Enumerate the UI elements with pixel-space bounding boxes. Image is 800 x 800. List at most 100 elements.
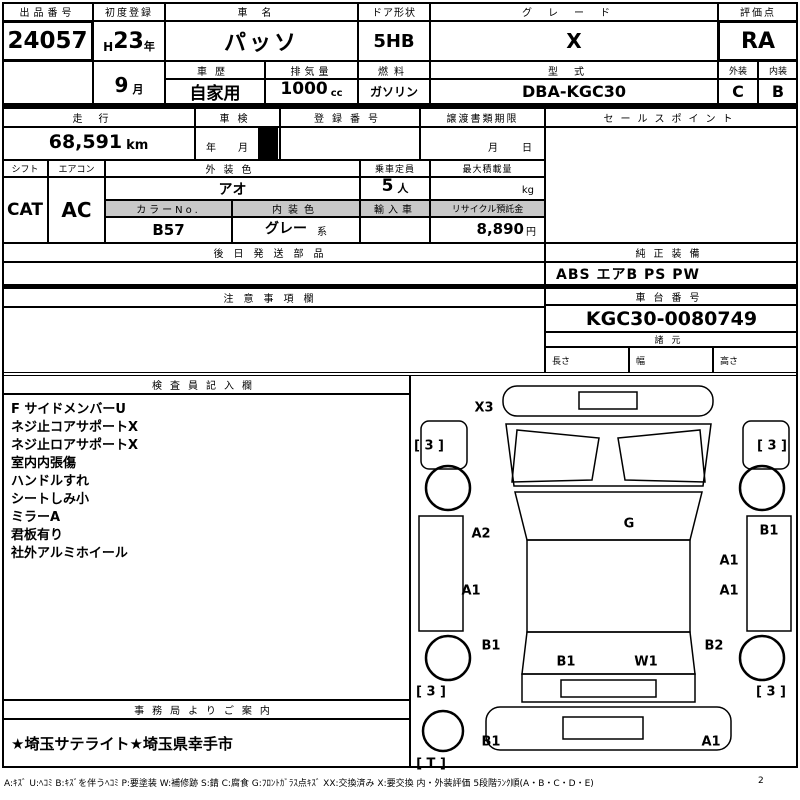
trunk — [521, 673, 696, 703]
damage-mark: A1 — [461, 583, 481, 599]
ac-label: エアコン — [48, 160, 105, 177]
payload-label: 最大積載量 — [430, 160, 545, 177]
chassis-label: 車台番号 — [545, 288, 798, 305]
redaction-box — [258, 127, 278, 160]
damage-mark: G — [623, 516, 635, 532]
rear-bumper — [485, 706, 732, 751]
later-parts-body — [2, 262, 545, 285]
wheel-front-right — [738, 464, 786, 512]
door-value: 5HB — [358, 21, 430, 61]
damage-mark: A1 — [719, 583, 739, 599]
mileage-num: 68,591 — [48, 131, 123, 153]
notes-body — [2, 307, 545, 373]
right-front-fender — [742, 420, 790, 470]
color-no-label: カラーNo. — [105, 200, 232, 217]
damage-mark: A1 — [719, 553, 739, 569]
capacity-num: 5 — [381, 176, 394, 196]
ext-color-value: アオ — [105, 177, 360, 200]
inspection-month-label: 月 — [238, 143, 248, 154]
recycle-unit: 円 — [526, 227, 536, 238]
front-lamp-left — [511, 429, 600, 483]
displacement-num: 1000 — [280, 79, 328, 99]
damage-mark: B1 — [556, 654, 576, 670]
rear-plate — [562, 716, 644, 740]
sales-point-body — [545, 127, 798, 243]
transfer-value: 月日 — [420, 127, 545, 160]
displacement-label: 排気量 — [265, 61, 358, 79]
int-color-label: 内装色 — [232, 200, 360, 217]
damage-mark: A1 — [701, 734, 721, 750]
front-plate — [578, 391, 638, 410]
shift-label: シフト — [2, 160, 48, 177]
wheel-rear-left — [424, 634, 472, 682]
ext-color-label: 外装色 — [105, 160, 360, 177]
spec-width-label: 幅 — [636, 356, 646, 367]
capacity-unit: 人 — [397, 182, 409, 195]
car-diagram-drawing — [418, 385, 792, 753]
hood — [505, 423, 712, 487]
spec-label: 諸元 — [545, 332, 798, 347]
notes-label: 注意事項欄 — [2, 288, 545, 307]
history-label: 車歴 — [165, 61, 265, 79]
inspector-item: ハンドルすれ — [11, 474, 90, 489]
damage-mark: [ 3 ] — [416, 684, 446, 700]
int-color-name: グレー — [265, 221, 307, 237]
first-reg-era: H — [103, 40, 114, 54]
score-label: 評価点 — [718, 2, 798, 21]
left-side-panel — [418, 515, 464, 632]
color-no-value: B57 — [105, 217, 232, 243]
int-color-suffix: 系 — [317, 227, 327, 238]
wheel-front-left — [424, 464, 472, 512]
transfer-day-label: 日 — [522, 143, 532, 154]
inspection-label: 車検 — [195, 108, 280, 127]
grade-value: X — [430, 21, 718, 61]
chassis-value: KGC30-0080749 — [545, 305, 798, 332]
damage-code-legend: A:ｷｽﾞ U:ﾍｺﾐ B:ｷｽﾞを伴うﾍｺﾐ P:要塗装 W:補修跡 S:錆 … — [4, 779, 594, 789]
displacement-unit: cc — [330, 88, 343, 99]
first-reg-label: 初度登録 — [93, 2, 165, 21]
import-value — [360, 217, 430, 243]
inspector-body: F サイドメンバーU ネジ止コアサポートX ネジ止ロアサポートX 室内内張傷 ハ… — [2, 394, 410, 700]
damage-mark: [ T ] — [416, 756, 446, 772]
damage-mark: [ 3 ] — [757, 438, 787, 454]
damage-mark: A2 — [471, 526, 491, 542]
equipment-label: 純正装備 — [545, 243, 798, 262]
first-reg-month-unit: 月 — [132, 83, 144, 96]
recycle-num: 8,890 — [476, 220, 524, 238]
payload-value: kg — [430, 177, 545, 200]
car-name-label: 車名 — [165, 2, 358, 21]
inspector-item: ミラーA — [11, 510, 61, 525]
damage-mark: B2 — [704, 638, 724, 654]
grade-label: グレード — [430, 2, 718, 21]
inspector-item: 君板有り — [11, 528, 64, 543]
front-lamp-right — [617, 429, 706, 483]
capacity-label: 乗車定員 — [360, 160, 430, 177]
damage-mark: W1 — [634, 654, 658, 670]
mileage-unit: km — [126, 138, 149, 153]
sales-point-label: セールスポイント — [545, 108, 798, 127]
page-number: 2 — [758, 776, 764, 786]
damage-mark: [ 3 ] — [756, 684, 786, 700]
spare-wheel — [421, 709, 465, 753]
recycle-label: リサイクル預託金 — [430, 200, 545, 217]
score-value: RA — [718, 21, 798, 61]
import-label: 輸入車 — [360, 200, 430, 217]
interior-label: 内装 — [758, 61, 798, 79]
office-text: ★埼玉サテライト★埼玉県幸手市 — [2, 719, 410, 768]
transfer-month-label: 月 — [488, 143, 498, 154]
reg-no-label: 登録番号 — [280, 108, 420, 127]
exterior-label: 外装 — [718, 61, 758, 79]
transfer-label: 譲渡書類期限 — [420, 108, 545, 127]
inspector-item: シートしみ小 — [11, 492, 90, 507]
inspector-item: F サイドメンバーU — [11, 402, 126, 417]
section-divider-middle — [2, 285, 798, 288]
spec-length-label: 長さ — [552, 356, 571, 367]
door-label: ドア形状 — [358, 2, 430, 21]
inspector-label: 検査員記入欄 — [2, 375, 410, 394]
